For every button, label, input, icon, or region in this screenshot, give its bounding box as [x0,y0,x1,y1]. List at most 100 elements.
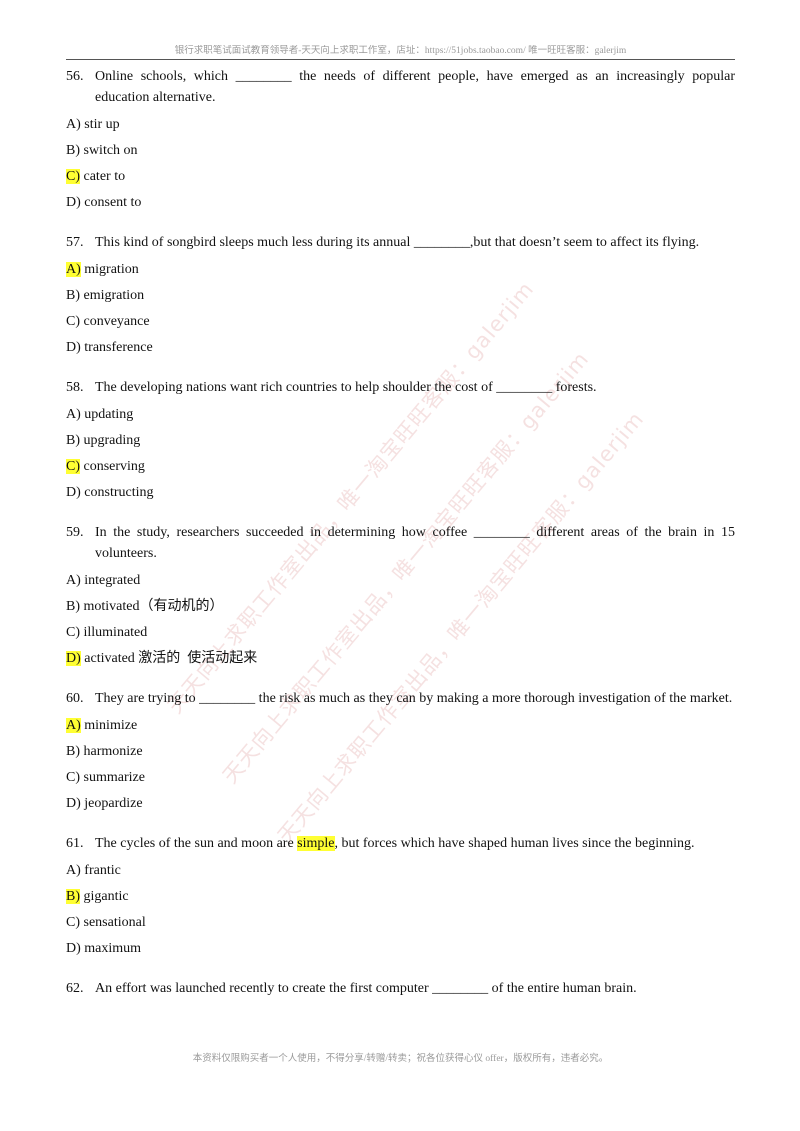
option-letter: A) [66,573,81,588]
option-letter: D) [66,340,81,355]
question-text: This kind of songbird sleeps much less d… [95,232,735,253]
header-divider [66,59,735,60]
question-stem: 59. In the study, researchers succeeded i… [66,522,735,564]
answer-option: A) migration [66,257,735,283]
answer-option: B) gigantic [66,884,735,910]
question-text-segment: The developing nations want rich countri… [95,380,597,395]
option-text: illuminated [80,625,148,640]
question-text-segment: Online schools, which ________ the needs… [95,69,735,105]
question-text: The developing nations want rich countri… [95,377,735,398]
answer-option: D) maximum [66,936,735,962]
option-letter: B) [66,433,80,448]
option-text: migration [80,262,139,277]
question-text: They are trying to ________ the risk as … [95,688,735,709]
question-text: The cycles of the sun and moon are simpl… [95,833,735,854]
question-text: Online schools, which ________ the needs… [95,66,735,108]
question-3: 59. In the study, researchers succeeded i… [66,522,735,672]
selected-option-letter: C) [66,459,80,474]
option-text: activated 激活的 使活动起来 [80,651,258,666]
answer-option: A) updating [66,402,735,428]
question-stem: 60. They are trying to ________ the risk … [66,688,735,709]
question-text-segment: This kind of songbird sleeps much less d… [95,235,700,250]
answer-option: D) jeopardize [66,791,735,817]
question-text-segment: In the study, researchers succeeded in d… [95,525,735,561]
question-6: 62.An effort was launched recently to cr… [66,978,735,999]
answer-option: A) minimize [66,713,735,739]
page-header: 银行求职笔试面试教育领导者-天天向上求职工作室，店址：https://51job… [174,46,627,56]
option-text: integrated [80,573,141,588]
option-text: sensational [80,915,146,930]
question-1: 57. This kind of songbird sleeps much les… [66,232,735,361]
question-number: 61. [66,836,84,851]
question-number: 58. [66,380,84,395]
option-text: consent to [80,195,142,210]
answer-option: D) constructing [66,480,735,506]
answer-option: C) illuminated [66,620,735,646]
question-spacer [66,216,735,232]
option-text: conveyance [80,314,150,329]
option-text: stir up [80,117,120,132]
option-letter: C) [66,625,80,640]
option-text: conserving [80,459,145,474]
option-letter: B) [66,744,80,759]
option-letter: C) [66,770,80,785]
selected-option-letter: D) [66,651,81,666]
question-text-segment: They are trying to ________ the risk as … [95,691,733,706]
option-letter: A) [66,117,81,132]
option-text: minimize [80,718,138,733]
option-letter: C) [66,915,80,930]
answer-option: C) cater to [66,164,735,190]
answer-option: C) conserving [66,454,735,480]
question-number: 59. [66,525,84,540]
question-spacer [66,962,735,978]
question-text: In the study, researchers succeeded in d… [95,522,735,564]
option-text: summarize [80,770,145,785]
question-0: 56. Online schools, which ________ the ne… [66,66,735,216]
question-2: 58. The developing nations want rich coun… [66,377,735,506]
option-text: updating [80,407,134,422]
option-text: transference [80,340,153,355]
question-stem: 62.An effort was launched recently to cr… [66,978,735,999]
option-text: cater to [80,169,126,184]
answer-option: D) consent to [66,190,735,216]
selected-option-letter: A) [66,262,81,277]
question-number: 57. [66,235,84,250]
option-letter: A) [66,863,81,878]
question-stem: 57. This kind of songbird sleeps much les… [66,232,735,253]
answer-option: B) emigration [66,283,735,309]
question-spacer [66,506,735,522]
option-text: motivated（有动机的） [80,599,224,614]
option-letter: A) [66,407,81,422]
question-number: 60. [66,691,84,706]
option-text: upgrading [80,433,141,448]
option-text: gigantic [80,889,129,904]
option-text: jeopardize [80,796,143,811]
option-text: maximum [80,941,142,956]
option-letter: C) [66,314,80,329]
question-spacer [66,817,735,833]
option-letter: D) [66,485,81,500]
question-number: 56. [66,69,84,84]
highlighted-word: simple [297,836,335,851]
option-text: constructing [80,485,154,500]
selected-option-letter: A) [66,718,81,733]
question-text-segment: The cycles of the sun and moon are [95,836,298,851]
answer-option: B) switch on [66,138,735,164]
question-spacer [66,361,735,377]
question-5: 61. The cycles of the sun and moon are si… [66,833,735,962]
option-text: switch on [80,143,138,158]
page-footer: 本资料仅限购买者一个人使用，不得分享/转赠/转卖；祝各位获得心仪 offer，版… [192,1054,609,1064]
option-text: emigration [80,288,145,303]
answer-option: C) summarize [66,765,735,791]
option-text: frantic [80,863,121,878]
option-letter: D) [66,941,81,956]
question-stem: 61. The cycles of the sun and moon are si… [66,833,735,854]
answer-option: C) conveyance [66,309,735,335]
answer-option: B) motivated（有动机的） [66,594,735,620]
